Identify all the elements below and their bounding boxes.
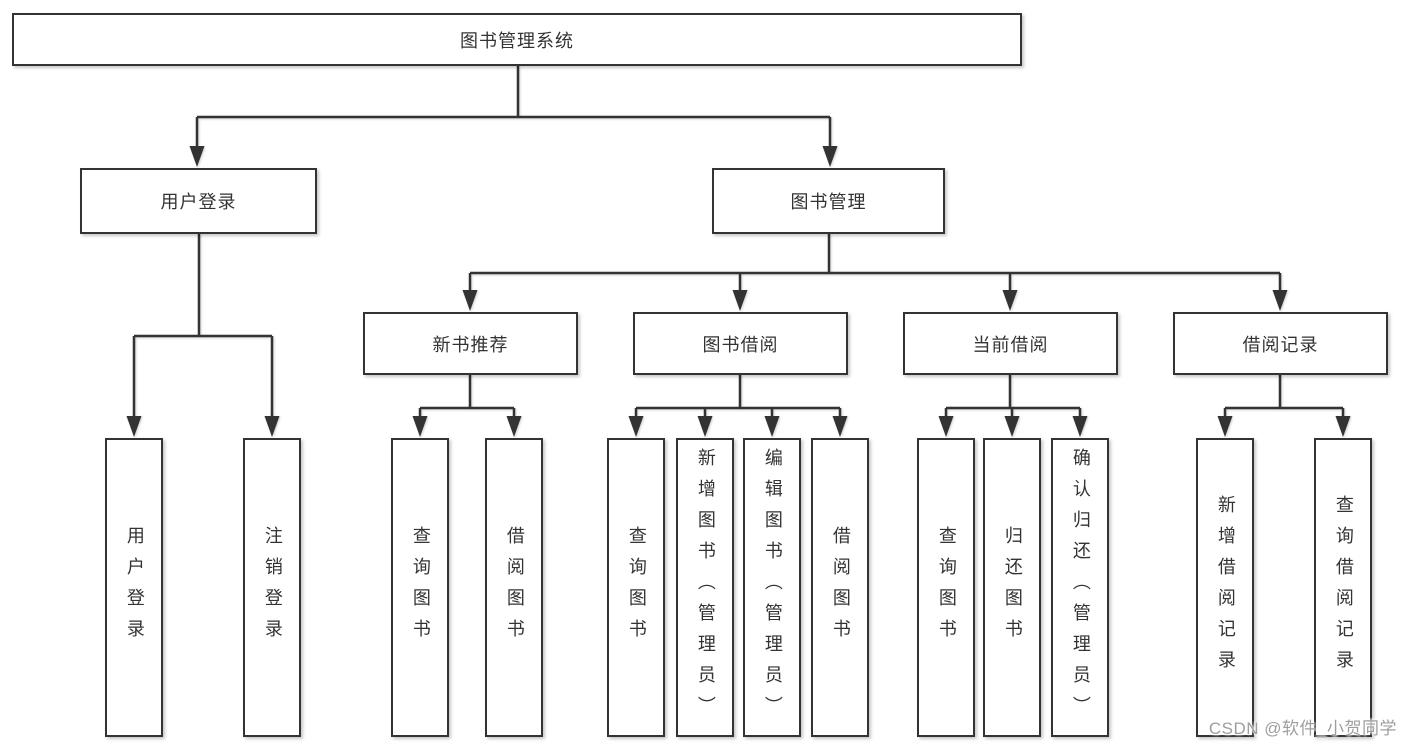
node-label: 新增图书（管理员） <box>695 448 716 727</box>
node-leaf-cb-return-book: 归还图书 <box>983 438 1041 737</box>
arrow-down-icons <box>126 146 1351 437</box>
node-leaf-cb-query-book: 查询图书 <box>917 438 975 737</box>
node-label: 图书管理系统 <box>460 30 574 51</box>
node-current-borrow: 当前借阅 <box>903 312 1118 375</box>
node-label: 图书管理 <box>790 192 867 212</box>
node-label: 借阅图书 <box>504 525 525 650</box>
node-leaf-user-login: 用户登录 <box>105 438 163 737</box>
node-label: 当前借阅 <box>972 334 1049 355</box>
tree-edges <box>132 66 1345 432</box>
node-label: 编辑图书（管理员） <box>762 448 783 727</box>
node-label: 查询借阅记录 <box>1333 494 1354 681</box>
node-leaf-bb-query-book: 查询图书 <box>607 438 665 737</box>
node-label: 新书推荐 <box>432 334 509 355</box>
node-borrow-records: 借阅记录 <box>1173 312 1388 375</box>
node-label: 确认归还（管理员） <box>1070 448 1091 727</box>
node-label: 用户登录 <box>124 525 145 650</box>
node-label: 注销登录 <box>262 525 283 650</box>
node-user-login: 用户登录 <box>80 168 317 234</box>
node-leaf-br-query-record: 查询借阅记录 <box>1314 438 1372 737</box>
node-leaf-bb-edit-book: 编辑图书（管理员） <box>743 438 801 737</box>
node-leaf-bb-borrow-book: 借阅图书 <box>811 438 869 737</box>
node-library-management-system: 图书管理系统 <box>12 13 1022 66</box>
node-leaf-cb-confirm-return: 确认归还（管理员） <box>1051 438 1109 737</box>
node-leaf-nbr-query-book: 查询图书 <box>391 438 449 737</box>
node-leaf-bb-add-book: 新增图书（管理员） <box>676 438 734 737</box>
node-book-borrow: 图书借阅 <box>633 312 848 375</box>
node-label: 查询图书 <box>410 525 431 650</box>
node-leaf-nbr-borrow-book: 借阅图书 <box>485 438 543 737</box>
node-label: 借阅图书 <box>830 525 851 650</box>
node-label: 查询图书 <box>626 525 647 650</box>
node-label: 图书借阅 <box>702 334 779 355</box>
node-label: 借阅记录 <box>1242 334 1319 355</box>
node-label: 用户登录 <box>160 192 237 212</box>
node-book-management: 图书管理 <box>712 168 945 234</box>
node-leaf-br-add-record: 新增借阅记录 <box>1196 438 1254 737</box>
node-leaf-logout: 注销登录 <box>243 438 301 737</box>
node-label: 新增借阅记录 <box>1215 494 1236 681</box>
node-label: 归还图书 <box>1002 525 1023 650</box>
csdn-watermark: CSDN @软件_小贺同学 <box>1208 719 1397 738</box>
node-new-book-recommend: 新书推荐 <box>363 312 578 375</box>
node-label: 查询图书 <box>936 525 957 650</box>
